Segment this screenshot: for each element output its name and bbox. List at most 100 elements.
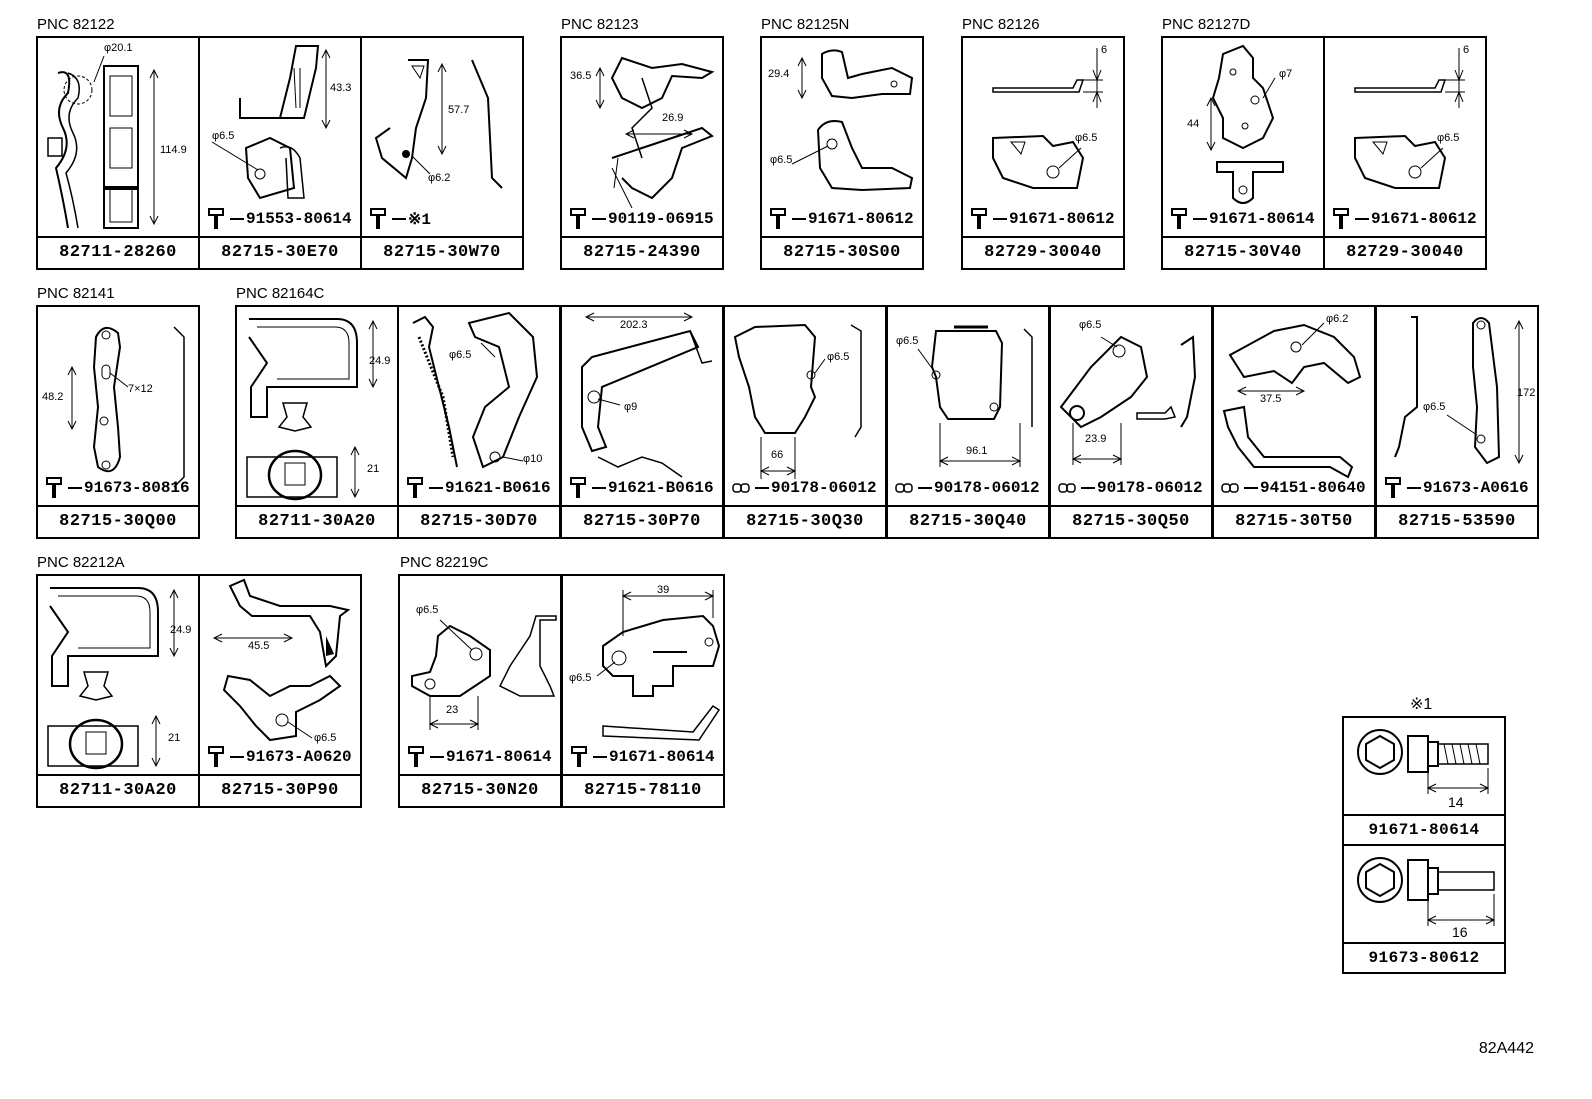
part-illustration: 6 φ6.5 bbox=[963, 38, 1123, 238]
dim-label: φ10 bbox=[523, 453, 543, 465]
part-number[interactable]: 82715-30W70 bbox=[383, 243, 501, 262]
dim-label: 23.9 bbox=[1085, 433, 1107, 445]
part-cell-82715-30w70[interactable]: 57.7 φ6.2 ※1 82715-30W70 bbox=[360, 36, 524, 270]
part-number[interactable]: 82715-78110 bbox=[584, 781, 702, 800]
fastener-callout[interactable]: ※1 bbox=[368, 206, 431, 232]
part-number[interactable]: 82729-30040 bbox=[1346, 243, 1464, 262]
part-cell-82715-53590[interactable]: 172 φ6.5 91673-A0616 82715-53590 bbox=[1375, 305, 1539, 539]
clip-icon bbox=[1220, 476, 1242, 500]
fastener-callout[interactable]: 91671-80612 bbox=[1331, 206, 1477, 232]
part-number[interactable]: 82715-30V40 bbox=[1184, 243, 1302, 262]
part-number[interactable]: 82715-30T50 bbox=[1235, 512, 1353, 531]
part-illustration: 172 φ6.5 bbox=[1377, 307, 1537, 507]
part-number[interactable]: 82715-53590 bbox=[1398, 512, 1516, 531]
part-cell-82715-30d70[interactable]: φ6.5 φ10 91621-B0616 82715-30D70 bbox=[397, 305, 561, 539]
part-number[interactable]: 82715-30Q40 bbox=[909, 512, 1027, 531]
bolt-icon bbox=[569, 745, 591, 769]
fastener-callout[interactable]: 90178-06012 bbox=[894, 475, 1040, 501]
dim-label: 37.5 bbox=[1260, 393, 1282, 405]
part-cell-82715-30q50[interactable]: φ6.5 23.9 90178-06012 82715-30Q50 bbox=[1049, 305, 1213, 539]
part-number[interactable]: 82711-30A20 bbox=[59, 781, 177, 800]
part-number[interactable]: 82715-30N20 bbox=[421, 781, 539, 800]
fastener-callout[interactable]: 91671-80612 bbox=[969, 206, 1115, 232]
part-cell-82715-30q40[interactable]: φ6.5 96.1 90178-06012 82715-30Q40 bbox=[886, 305, 1050, 539]
fastener-callout[interactable]: 91671-80612 bbox=[768, 206, 914, 232]
fastener-callout[interactable]: 90119-06915 bbox=[568, 206, 714, 232]
part-cell-82711-30a20-b[interactable]: 24.9 21 82711-30A20 bbox=[36, 574, 200, 808]
bolt-icon bbox=[206, 207, 228, 231]
part-cell-82715-24390[interactable]: 36.5 26.9 90119-06915 82715-24390 bbox=[560, 36, 724, 270]
part-number[interactable]: 82715-30E70 bbox=[221, 243, 339, 262]
fastener-callout[interactable]: 91621-B0616 bbox=[568, 475, 714, 501]
fastener-callout[interactable]: 91621-B0616 bbox=[405, 475, 551, 501]
dim-label: 7×12 bbox=[128, 383, 153, 395]
part-cell-82715-30v40[interactable]: φ7 44 91671-80614 82715-30V40 bbox=[1161, 36, 1325, 270]
pnc-label-82127d: PNC 82127D bbox=[1162, 16, 1251, 33]
part-illustration: 39 φ6.5 bbox=[563, 576, 723, 776]
dim-label: 24.9 bbox=[170, 624, 192, 636]
part-cell-82711-30a20[interactable]: 24.9 21 82711-30A20 bbox=[235, 305, 399, 539]
fastener-callout[interactable]: 91671-80614 bbox=[406, 744, 552, 770]
bolt-icon bbox=[1169, 207, 1191, 231]
part-cell-82715-30p90[interactable]: 45.5 φ6.5 91673-A0620 82715-30P90 bbox=[198, 574, 362, 808]
part-cell-82711-28260[interactable]: φ20.1 114.9 82711-28260 bbox=[36, 36, 200, 270]
dim-label: 172 bbox=[1517, 387, 1536, 399]
fastener-callout[interactable]: 91553-80614 bbox=[206, 206, 352, 232]
dim-label: φ7 bbox=[1279, 68, 1293, 80]
clip-icon bbox=[1057, 476, 1079, 500]
part-cell-82715-30t50[interactable]: φ6.2 37.5 94151-80640 82715-30T50 bbox=[1212, 305, 1376, 539]
part-number[interactable]: 82711-28260 bbox=[59, 243, 177, 262]
part-illustration: φ6.2 37.5 bbox=[1214, 307, 1374, 507]
bolt-detail-91673-80612[interactable]: 16 91673-80612 bbox=[1342, 844, 1506, 974]
dim-label: φ9 bbox=[624, 401, 638, 413]
fastener-callout[interactable]: 90178-06012 bbox=[1057, 475, 1203, 501]
part-number[interactable]: 82715-24390 bbox=[583, 243, 701, 262]
bolt-part-number[interactable]: 91671-80614 bbox=[1368, 821, 1480, 839]
fastener-callout[interactable]: 90178-06012 bbox=[731, 475, 877, 501]
part-illustration: 24.9 21 bbox=[38, 576, 198, 776]
dim-label: φ6.2 bbox=[1326, 313, 1349, 325]
part-number[interactable]: 82715-30Q30 bbox=[746, 512, 864, 531]
dim-label: φ6.5 bbox=[1075, 132, 1098, 144]
fastener-callout[interactable]: 91671-80614 bbox=[1169, 206, 1315, 232]
part-number[interactable]: 82711-30A20 bbox=[258, 512, 376, 531]
part-cell-82729-30040-b[interactable]: 6 φ6.5 91671-80612 82729-30040 bbox=[1323, 36, 1487, 270]
dim-label: 6 bbox=[1463, 44, 1470, 56]
bolt-icon bbox=[206, 745, 228, 769]
part-number[interactable]: 82729-30040 bbox=[984, 243, 1102, 262]
part-illustration: φ6.5 φ10 bbox=[399, 307, 559, 507]
part-number[interactable]: 82715-30S00 bbox=[783, 243, 901, 262]
fastener-callout[interactable]: 91673-A0620 bbox=[206, 744, 352, 770]
part-cell-82729-30040[interactable]: 6 φ6.5 91671-80612 82729-30040 bbox=[961, 36, 1125, 270]
part-illustration: 29.4 φ6.5 bbox=[762, 38, 922, 238]
part-number[interactable]: 82715-30D70 bbox=[420, 512, 538, 531]
part-cell-82715-30q00[interactable]: 48.2 7×12 91673-80816 82715-30Q00 bbox=[36, 305, 200, 539]
bolt-part-number[interactable]: 91673-80612 bbox=[1368, 949, 1480, 967]
pnc-label-82125n: PNC 82125N bbox=[761, 16, 850, 33]
dim-label: φ6.5 bbox=[896, 335, 919, 347]
fastener-callout[interactable]: 91673-80816 bbox=[44, 475, 190, 501]
part-cell-82715-30e70[interactable]: 43.3 φ6.5 91553-80614 82715-30E70 bbox=[198, 36, 362, 270]
part-cell-82715-30q30[interactable]: φ6.5 66 90178-06012 82715-30Q30 bbox=[723, 305, 887, 539]
part-number[interactable]: 82715-30Q00 bbox=[59, 512, 177, 531]
part-cell-82715-78110[interactable]: 39 φ6.5 91671-80614 82715-78110 bbox=[561, 574, 725, 808]
part-cell-82715-30s00[interactable]: 29.4 φ6.5 91671-80612 82715-30S00 bbox=[760, 36, 924, 270]
dim-label: φ6.5 bbox=[827, 351, 850, 363]
part-illustration: 48.2 7×12 bbox=[38, 307, 198, 507]
fastener-callout[interactable]: 94151-80640 bbox=[1220, 475, 1366, 501]
part-number[interactable]: 82715-30Q50 bbox=[1072, 512, 1190, 531]
part-number[interactable]: 82715-30P70 bbox=[583, 512, 701, 531]
part-cell-82715-30n20[interactable]: φ6.5 23 91671-80614 82715-30N20 bbox=[398, 574, 562, 808]
bolt-icon bbox=[969, 207, 991, 231]
part-cell-82715-30p70[interactable]: 202.3 φ9 91621-B0616 82715-30P70 bbox=[560, 305, 724, 539]
part-illustration: 36.5 26.9 bbox=[562, 38, 722, 238]
bolt-detail-91671-80614[interactable]: 14 91671-80614 bbox=[1342, 716, 1506, 846]
part-illustration: φ6.5 23.9 bbox=[1051, 307, 1211, 507]
bolt-icon bbox=[1383, 476, 1405, 500]
fastener-callout[interactable]: 91671-80614 bbox=[569, 744, 715, 770]
dim-label: φ20.1 bbox=[104, 42, 133, 54]
part-number[interactable]: 82715-30P90 bbox=[221, 781, 339, 800]
fastener-callout[interactable]: 91673-A0616 bbox=[1383, 475, 1529, 501]
dim-label: 24.9 bbox=[369, 355, 391, 367]
bolt-icon bbox=[406, 745, 428, 769]
